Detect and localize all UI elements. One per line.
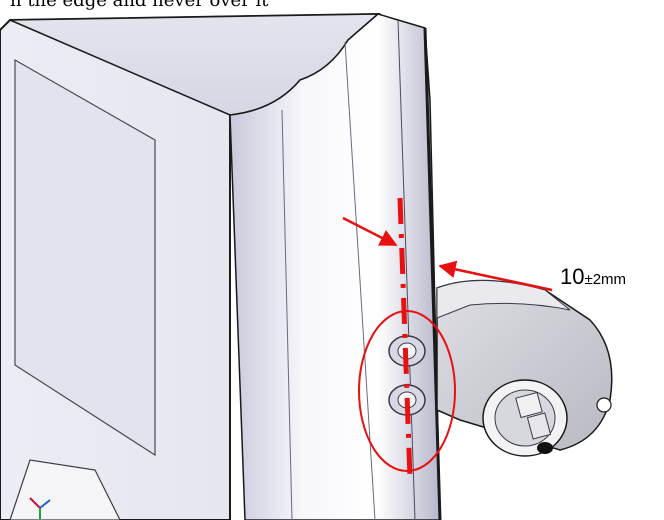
bracket-hole: [537, 442, 553, 454]
annotations: [342, 197, 553, 479]
dimension-tolerance: ±2mm: [584, 271, 627, 288]
axis-triad-icon: [29, 497, 51, 519]
hinge-bracket: [436, 279, 613, 457]
edge-line: [281, 109, 293, 520]
dimension-label: 10±2mm: [560, 264, 626, 290]
dimension-arrow: [438, 260, 553, 292]
pointer-arrow: [342, 216, 398, 247]
edge-line: [397, 19, 416, 520]
dimension-value: 10: [560, 264, 585, 289]
bracket-pin: [596, 397, 612, 413]
caption-text: n the edge and never over it: [10, 0, 269, 11]
front-panel-recess: [14, 58, 156, 457]
side-edge: [423, 27, 442, 520]
highlight-ellipse: [358, 310, 456, 472]
